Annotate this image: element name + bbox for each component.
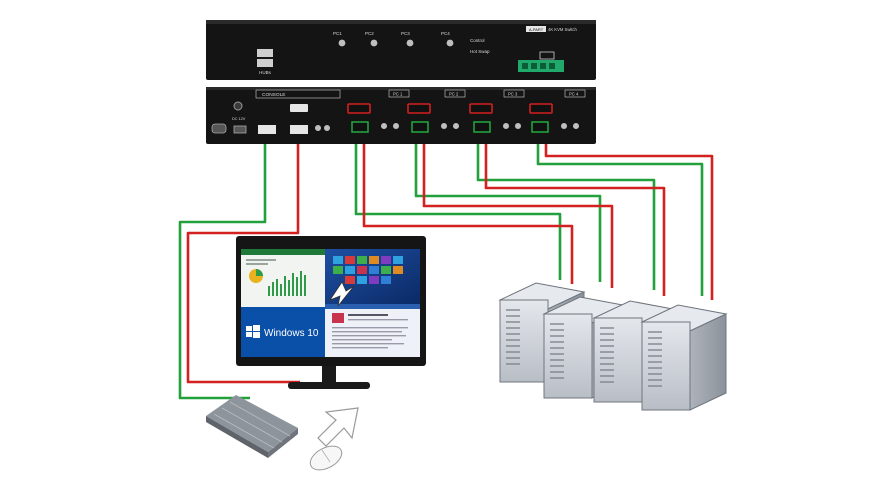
console-usb-keyboard-port[interactable]	[258, 125, 276, 134]
monitor: Windows 10	[236, 236, 426, 389]
pc2-hdmi-port[interactable]	[407, 103, 431, 114]
screen-chart	[268, 271, 306, 296]
pc1-select-button[interactable]: PC1	[333, 31, 346, 47]
console-mic-in[interactable]	[324, 125, 330, 131]
pc4-audio-port[interactable]	[561, 123, 567, 129]
pc2-port-group: PC 2	[407, 89, 466, 133]
usb-hub-label: HUBs	[259, 70, 272, 75]
pc1-audio-port[interactable]	[381, 123, 387, 129]
screen-cursor-arrow-icon	[328, 281, 355, 307]
monitor-stand-base	[288, 382, 370, 389]
pc1-hdmi-port[interactable]	[347, 103, 371, 114]
svg-text:PC 2: PC 2	[449, 92, 459, 97]
pc2-select-button[interactable]: PC2	[365, 31, 378, 47]
svg-text:PC3: PC3	[401, 31, 410, 36]
svg-text:PC 1: PC 1	[393, 92, 403, 97]
pc3-port-group: PC 3	[469, 89, 525, 133]
hot-swap-label: Hot Swap	[470, 49, 490, 54]
pc2-usb-cable	[414, 140, 602, 282]
windows-logo-icon	[246, 325, 260, 338]
model-text: 4K KVM Switch	[548, 27, 578, 32]
pc3-usb-port[interactable]	[473, 121, 491, 133]
svg-text:PC2: PC2	[365, 31, 374, 36]
console-hdmi-cable	[186, 140, 300, 384]
cables	[178, 140, 714, 400]
pc4-mic-port[interactable]	[573, 123, 579, 129]
console-audio-out[interactable]	[315, 125, 321, 131]
pc1-hdmi-cable	[362, 140, 574, 284]
pc4-hdmi-cable	[544, 140, 714, 300]
pc3-hdmi-cable	[484, 140, 666, 296]
svg-text:PC 3: PC 3	[508, 92, 518, 97]
pc4-port-group: PC 4	[529, 89, 586, 133]
pc4-usb-port[interactable]	[531, 121, 549, 133]
pc2-audio-port[interactable]	[441, 123, 447, 129]
pc1-usb-port[interactable]	[351, 121, 369, 133]
console-usb-mouse-port[interactable]	[290, 125, 308, 134]
screen-tiles	[333, 256, 403, 284]
pc4-select-button[interactable]: PC4	[441, 31, 454, 47]
pc1-port-group: PC 1	[347, 89, 410, 133]
pc3-mic-port[interactable]	[515, 123, 521, 129]
pc2-hdmi-cable	[422, 140, 614, 288]
svg-text:PC1: PC1	[333, 31, 342, 36]
console-hdmi-port[interactable]	[290, 104, 308, 112]
front-usb-port-1[interactable]	[257, 49, 273, 57]
windows-version-text: Windows 10	[264, 328, 319, 339]
kvm-rear-panel: DC 12V CONSOLE PC 1 PC 2	[206, 87, 596, 144]
kvm-front-panel: HUBs PC1 PC2 PC3 PC4 Control Hot Swap A-…	[206, 20, 596, 80]
console-label: CONSOLE	[262, 92, 285, 98]
pc3-select-button[interactable]: PC3	[401, 31, 414, 47]
svg-text:PC 4: PC 4	[569, 92, 579, 97]
power-port[interactable]	[233, 125, 247, 134]
front-usb-port-2[interactable]	[257, 59, 273, 67]
pc4-hdmi-port[interactable]	[529, 103, 553, 114]
model-badge: A-PART	[529, 27, 544, 32]
pc3-hdmi-port[interactable]	[469, 103, 493, 114]
pc1-usb-cable	[354, 140, 562, 280]
control-label: Control	[470, 38, 485, 43]
pc3-audio-port[interactable]	[503, 123, 509, 129]
mouse-icon	[309, 445, 343, 471]
screen-document-pane	[325, 304, 420, 357]
svg-text:PC4: PC4	[441, 31, 450, 36]
keyboard-icon	[206, 395, 298, 458]
pc1-mic-port[interactable]	[393, 123, 399, 129]
mini-port[interactable]	[211, 123, 227, 134]
pc3-usb-cable	[476, 140, 656, 290]
cursor-arrow-icon	[317, 407, 359, 447]
pc2-mic-port[interactable]	[453, 123, 459, 129]
monitor-stand-neck	[322, 366, 336, 382]
pc2-usb-port[interactable]	[411, 121, 429, 133]
server-pc4	[640, 304, 728, 411]
power-jack[interactable]	[233, 101, 243, 111]
power-label: DC 12V	[232, 117, 246, 121]
console-usb-cable	[178, 140, 267, 400]
pc4-usb-cable	[536, 140, 704, 296]
